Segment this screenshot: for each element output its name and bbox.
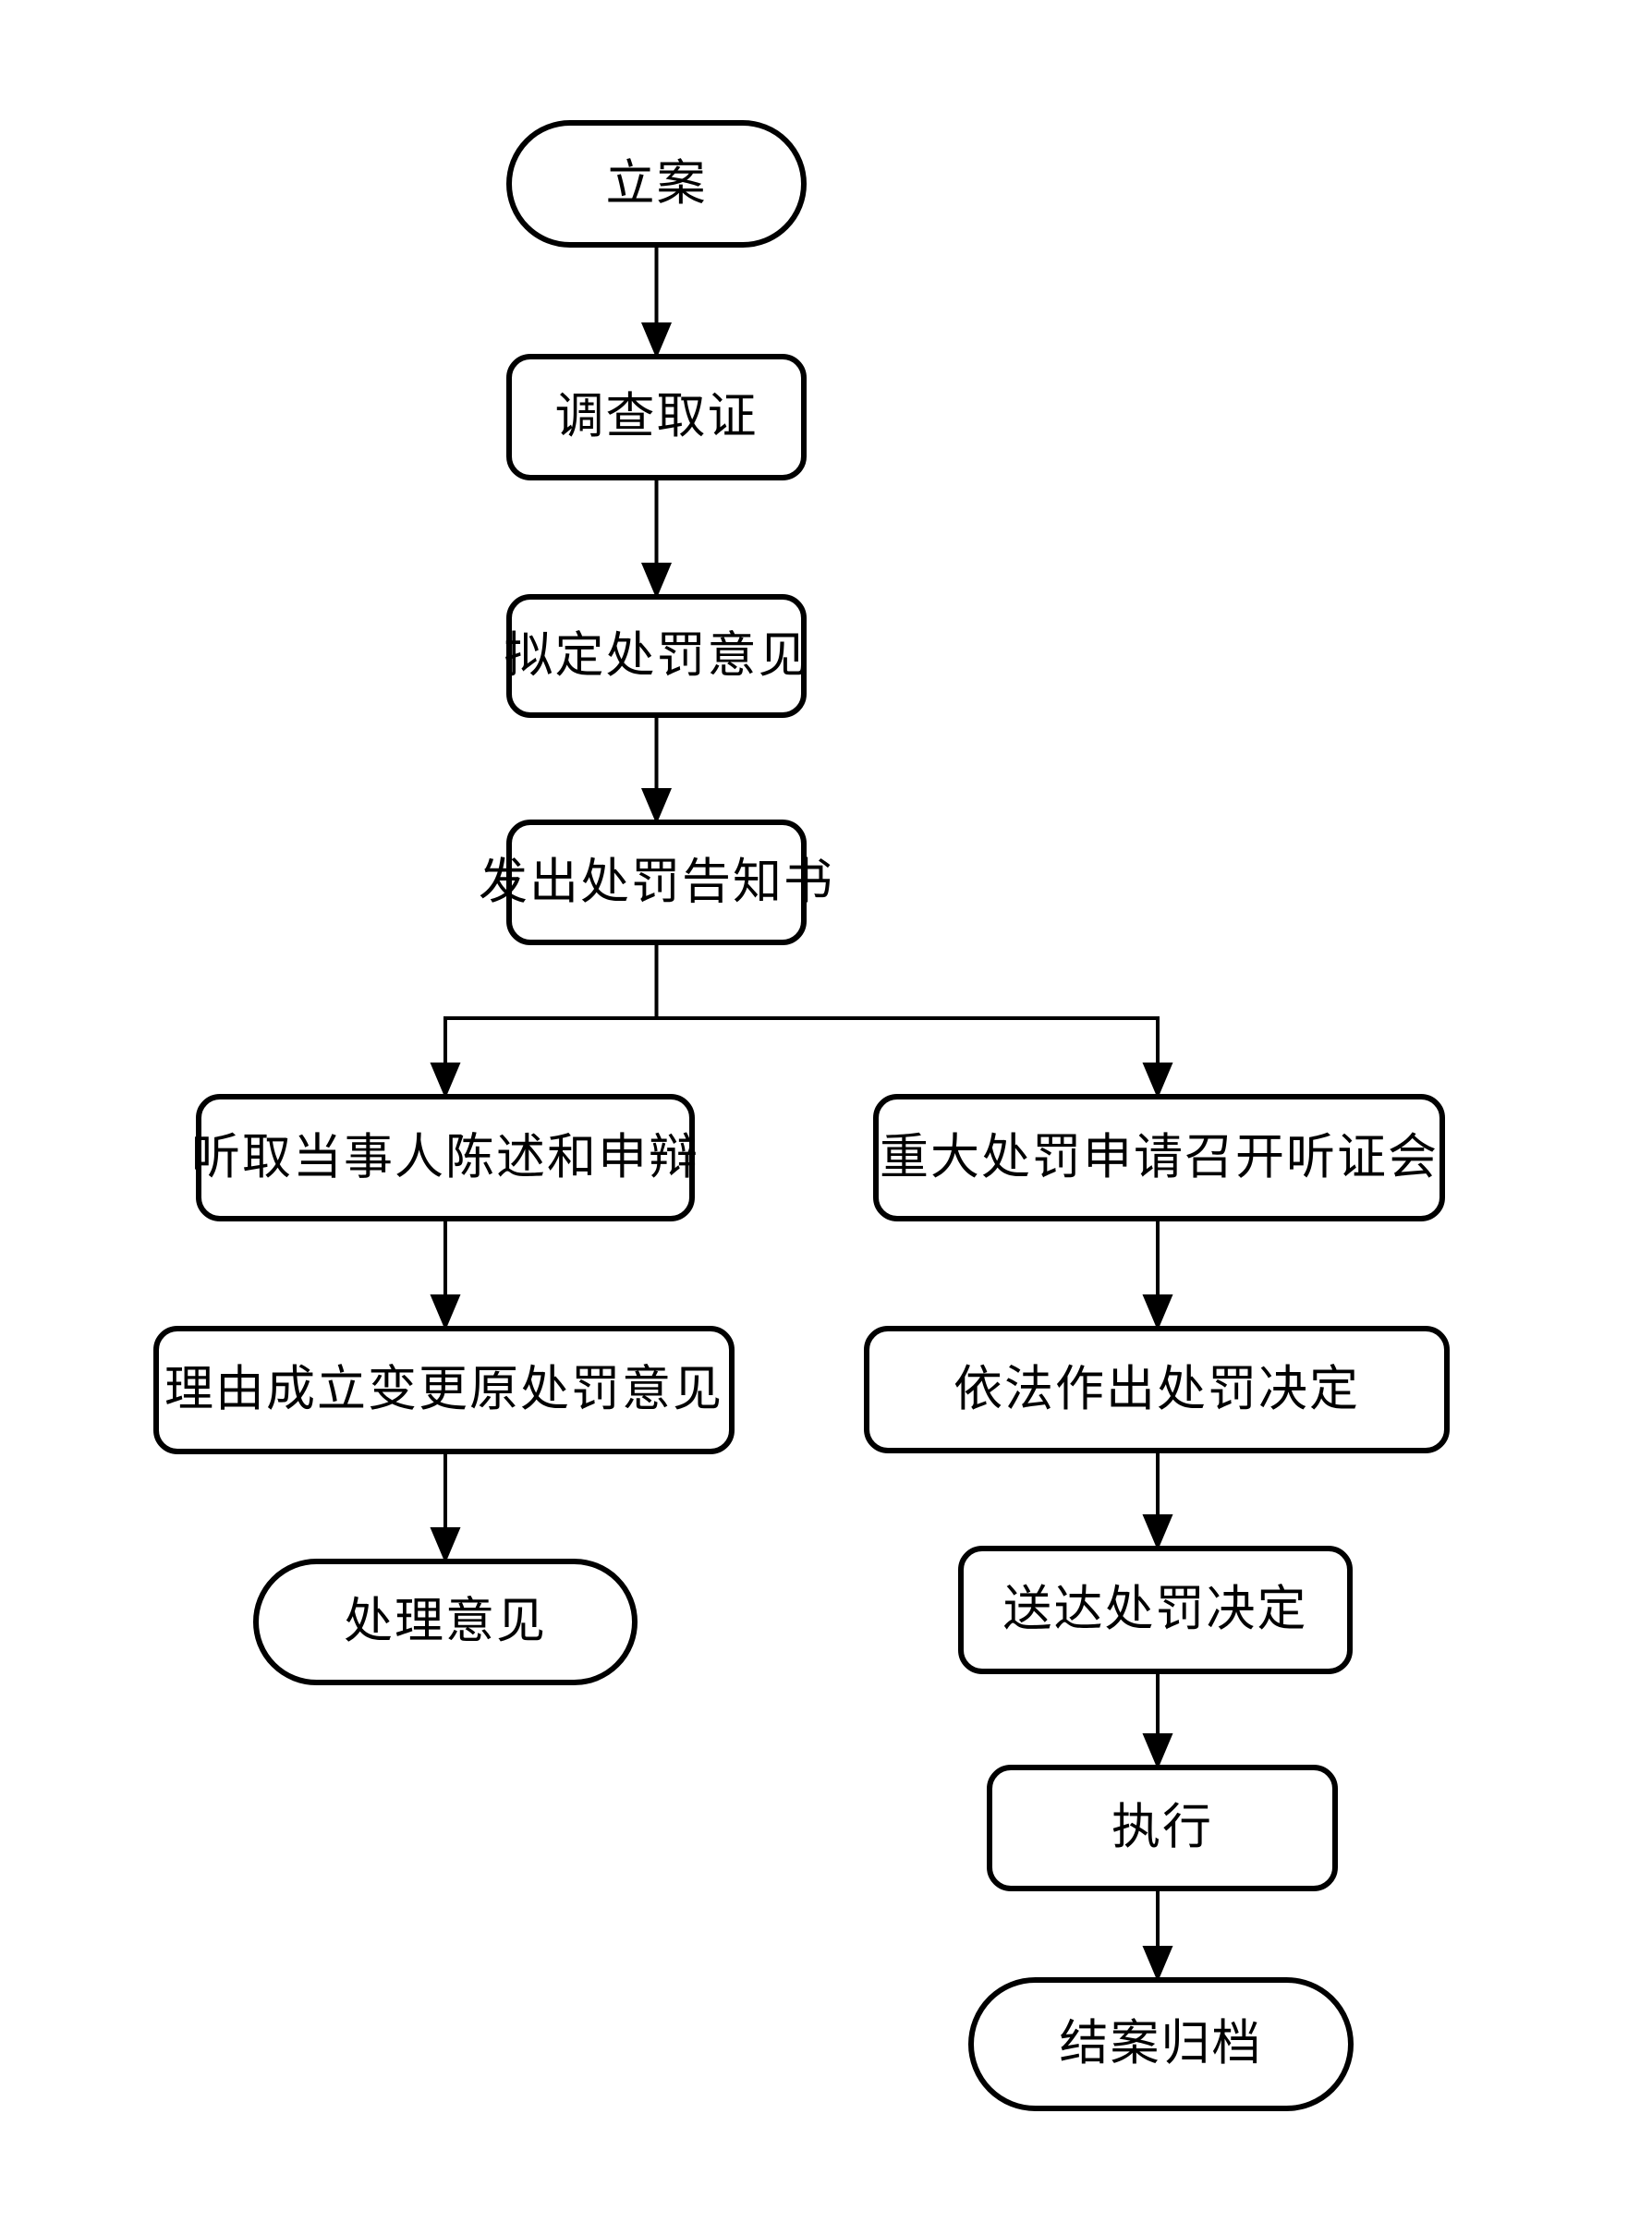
node-handling-opinion: 处理意见: [253, 1559, 638, 1685]
arrowhead-icon: [430, 1294, 461, 1331]
node-issue-penalty-notice: 发出处罚告知书: [479, 820, 832, 945]
node-change-original-opinion: 理由成立变更原处罚意见: [153, 1326, 735, 1454]
node-deliver-penalty-decision: 送达处罚决定: [958, 1546, 1353, 1674]
node-draft-penalty-opinion: 拟定处罚意见: [504, 594, 808, 718]
arrowhead-icon: [640, 322, 673, 359]
arrowhead-icon: [1142, 1294, 1173, 1331]
arrowhead-icon: [640, 563, 673, 600]
node-major-penalty-hearing: 重大处罚申请召开听证会: [873, 1094, 1445, 1221]
arrowhead-icon: [640, 788, 673, 825]
arrowhead-icon: [1142, 1733, 1173, 1770]
node-investigation-evidence: 调查取证: [506, 354, 807, 480]
node-case-filing: 立案: [506, 120, 807, 248]
node-make-penalty-decision: 依法作出处罚决定: [864, 1326, 1450, 1453]
node-execution: 执行: [987, 1765, 1338, 1891]
arrowhead-icon: [430, 1527, 461, 1564]
node-case-closing-archive: 结案归档: [968, 1977, 1354, 2111]
arrowhead-icon: [1142, 1063, 1173, 1099]
arrowhead-icon: [1142, 1946, 1173, 1983]
arrowhead-icon: [430, 1063, 461, 1099]
arrowhead-icon: [1142, 1514, 1173, 1551]
node-hear-statement-defense: 听取当事人陈述和申辩: [191, 1094, 698, 1221]
